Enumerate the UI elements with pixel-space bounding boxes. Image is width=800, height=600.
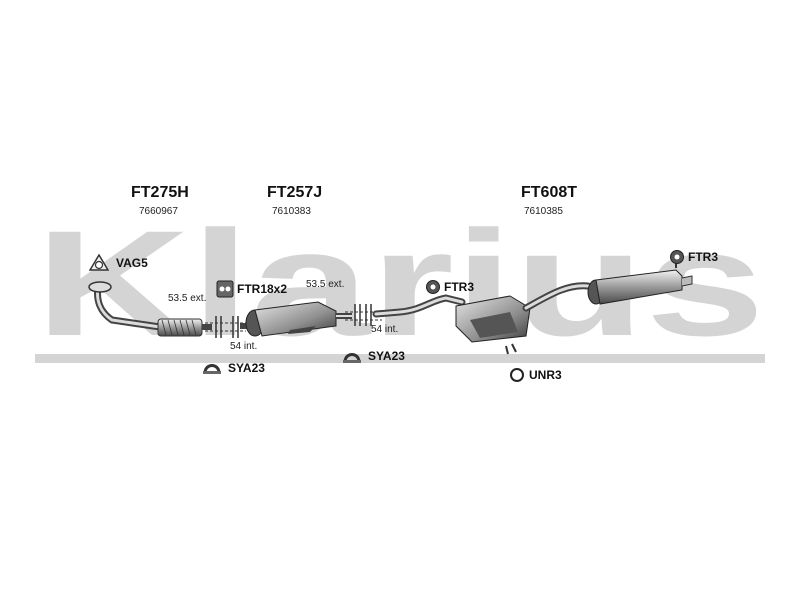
rear-section-ft608t (372, 262, 693, 355)
dimension-label-ext-1: 53.5 ext. (168, 293, 207, 304)
rubber-hanger-icon (426, 280, 440, 294)
joint-1 (205, 316, 246, 338)
accessory-label-ftr3-centre: FTR3 (444, 280, 474, 294)
accessory-label-sya23-rear: SYA23 (368, 349, 405, 363)
part-code-ft275h: FT275H (131, 184, 189, 201)
clamp-icon (203, 364, 221, 374)
front-pipe-ft275h (88, 281, 212, 337)
accessory-label-unr3: UNR3 (529, 368, 562, 382)
watermark-underline (35, 354, 765, 363)
dimension-label-int-2: 54 int. (371, 324, 399, 335)
part-number-7610383: 7610383 (272, 206, 311, 217)
part-number-7660967: 7660967 (139, 206, 178, 217)
ring-icon (510, 368, 524, 382)
accessory-label-vag5: VAG5 (116, 256, 148, 270)
dimension-label-int-1: 54 int. (230, 341, 258, 352)
part-code-ft608t: FT608T (521, 184, 578, 201)
dimension-label-ext-2: 53.5 ext. (306, 279, 345, 290)
accessory-label-ftr3-rear: FTR3 (688, 250, 718, 264)
gasket-icon (89, 254, 109, 271)
accessory-label-sya23-front: SYA23 (228, 361, 265, 375)
part-code-ft257j: FT257J (267, 184, 323, 201)
centre-silencer-ft257j (240, 301, 352, 337)
clamp-icon (343, 353, 361, 363)
part-number-7610385: 7610385 (524, 206, 563, 217)
accessory-label-ftr18x2: FTR18x2 (237, 282, 288, 296)
rubber-mount-icon (216, 280, 234, 298)
rubber-hanger-icon (670, 250, 684, 264)
